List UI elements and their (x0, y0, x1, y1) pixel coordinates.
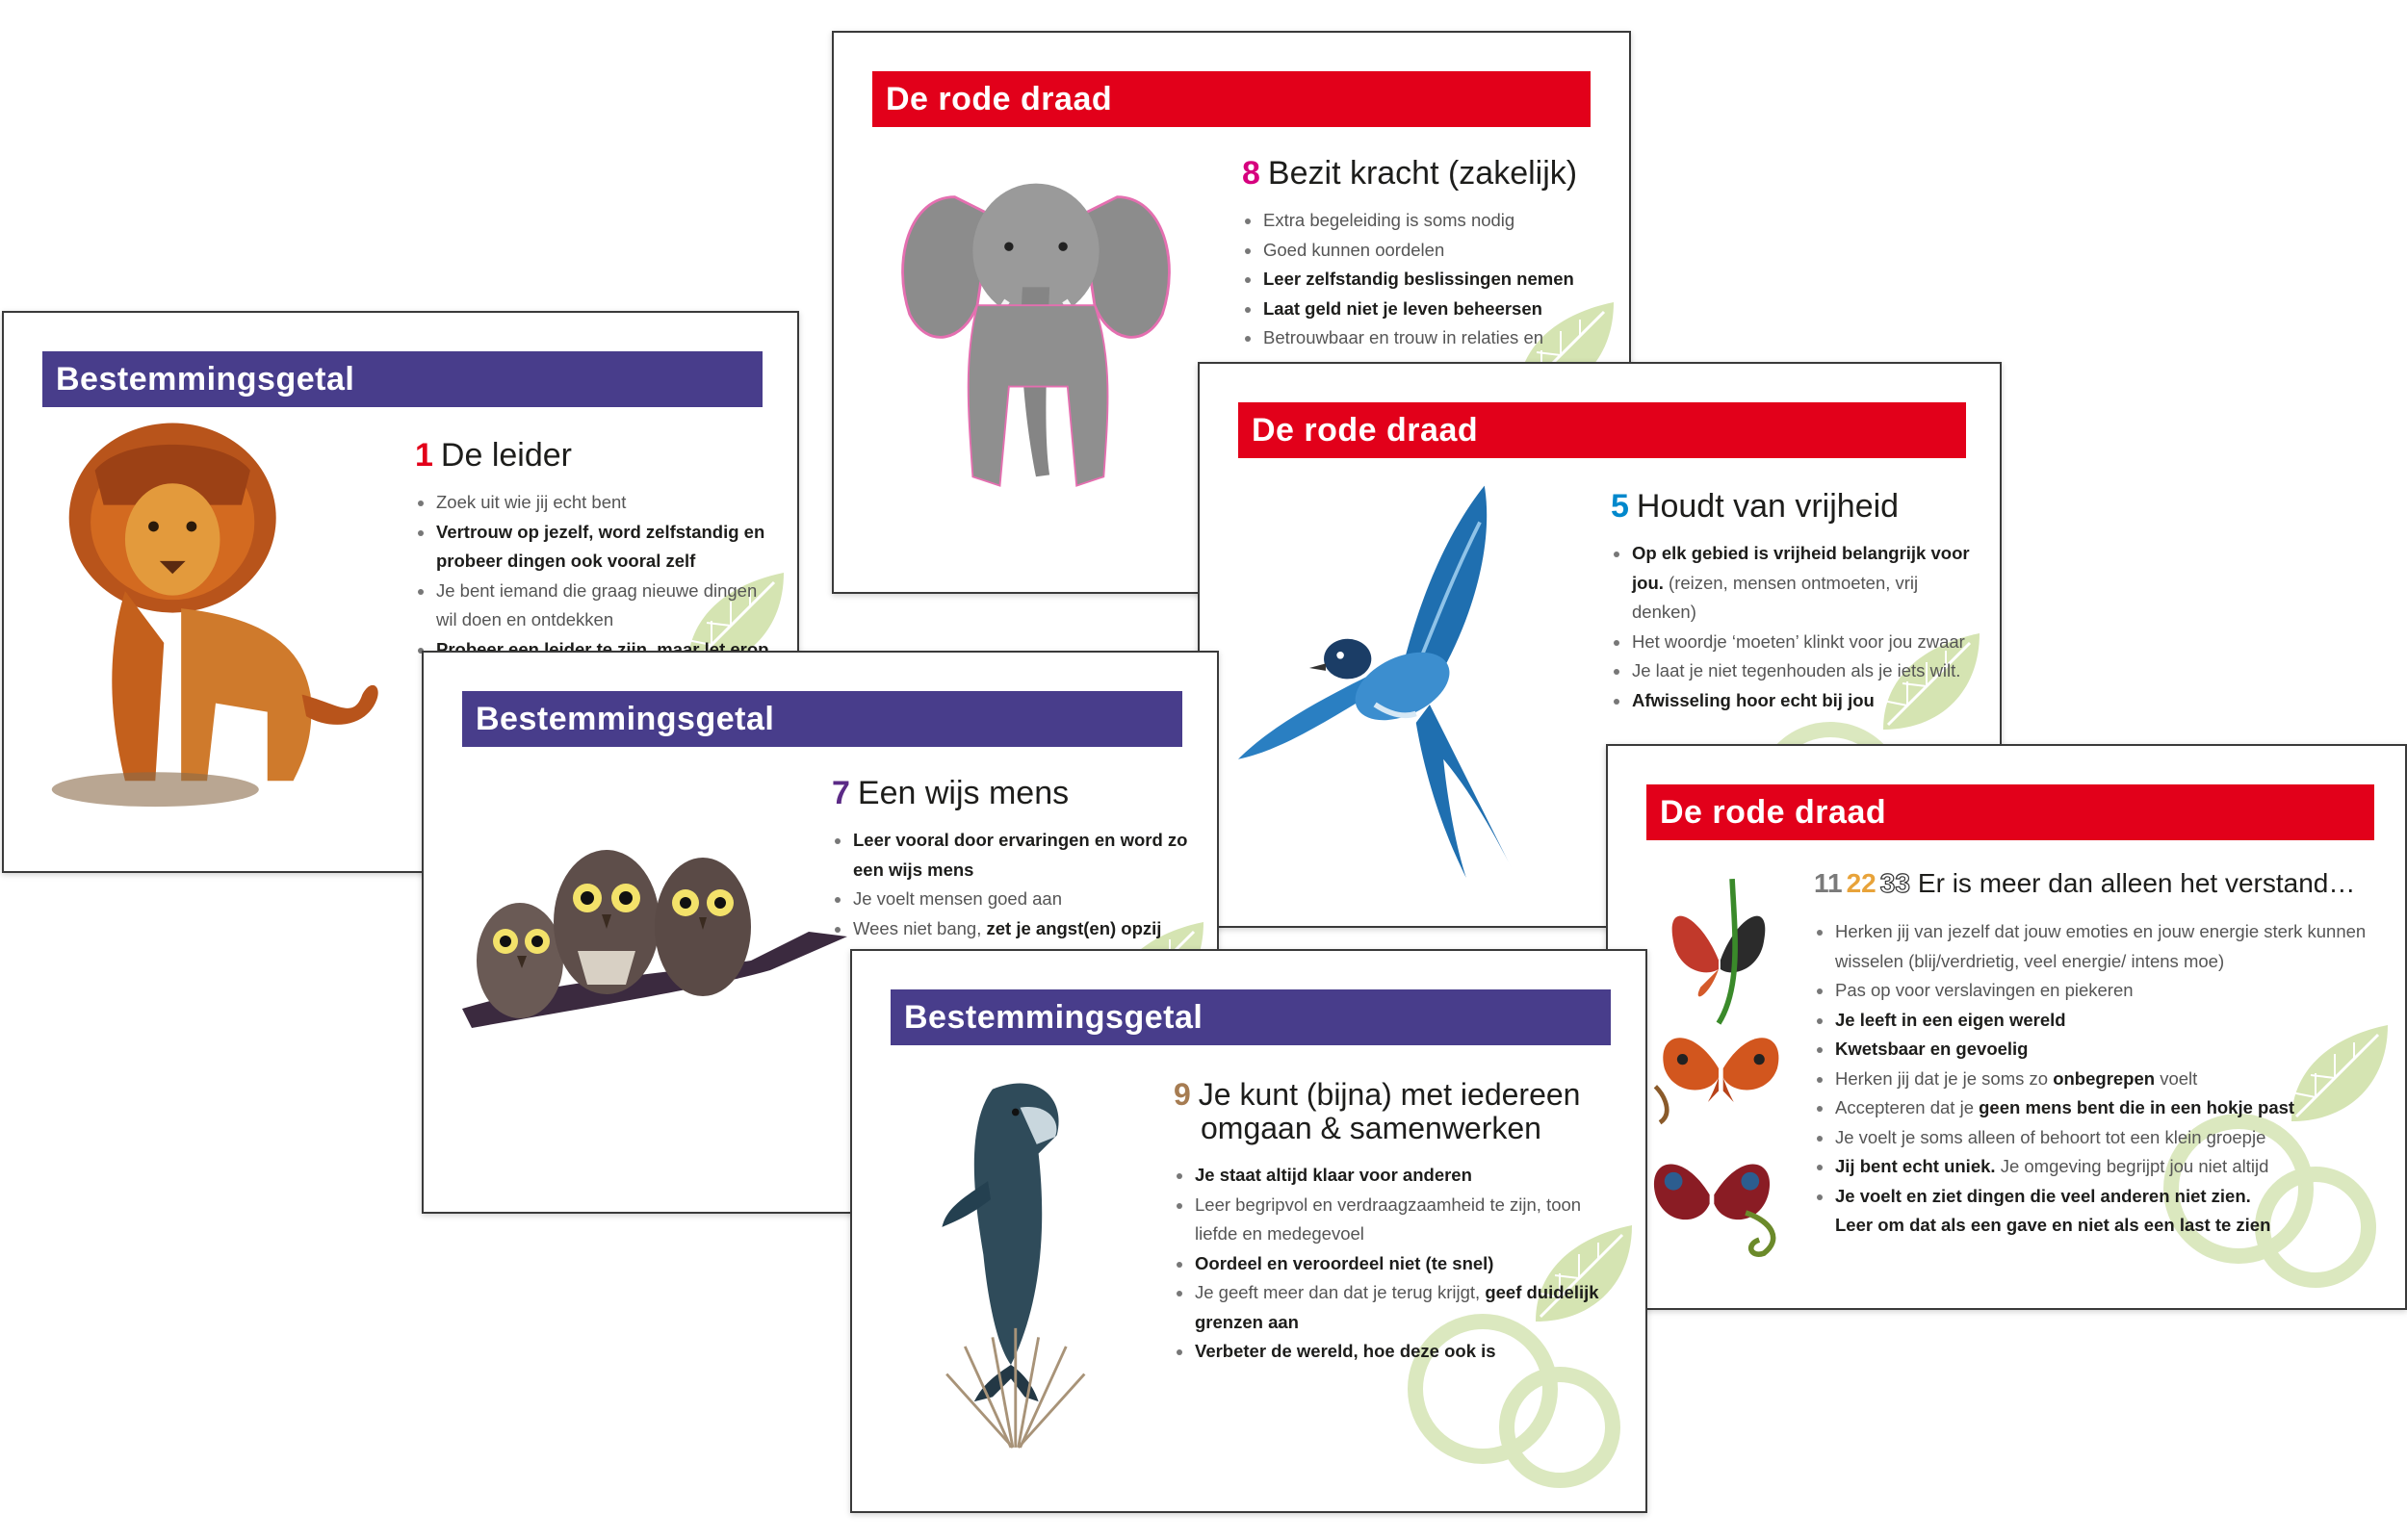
list-item: Accepteren dat je geen mens bent die in … (1814, 1093, 2372, 1123)
swallow-illustration-icon (1238, 485, 1513, 878)
bullet-list: Op elk gebied is vrijheid belangrijk voo… (1611, 539, 1986, 715)
text: (reizen, mensen ontmoeten, vrij denken) (1632, 572, 1919, 623)
butterflies-illustration-icon (1653, 878, 1779, 1257)
card-title: Bezit kracht (zakelijk) (1267, 155, 1578, 192)
bullet-list: Zoek uit wie jij echt bent Vertrouw op j… (415, 488, 781, 664)
list-item: Je voelt je soms alleen of behoort tot e… (1814, 1123, 2372, 1153)
list-item: Herken jij dat je je soms zo onbegrepen … (1814, 1065, 2372, 1094)
card-banner: Bestemmingsgetal (462, 691, 1182, 747)
list-item: Vertrouw op jezelf, word zelfstandig en … (415, 518, 781, 577)
card-banner: Bestemmingsgetal (42, 351, 763, 407)
bold-text: zet je angst(en) opzij (986, 917, 1162, 938)
card-banner: Bestemmingsgetal (891, 989, 1611, 1045)
text: Wees niet bang, (853, 917, 982, 938)
card-banner: De rode draad (1646, 784, 2374, 840)
text: Accepteren dat je (1835, 1097, 1974, 1117)
bold-text: geef duidelijk grenzen aan (1195, 1282, 1599, 1332)
list-item: Je geeft meer dan dat je terug krijgt, g… (1174, 1278, 1607, 1337)
list-item: Goed kunnen oordelen (1242, 236, 1608, 266)
bold-text: onbegrepen (2053, 1067, 2156, 1089)
list-item: Je bent iemand die graag nieuwe dingen w… (415, 577, 781, 635)
text: Leer om dat als een gave en niet als een… (1835, 1215, 2271, 1235)
bullet-list: Je staat altijd klaar voor anderen Leer … (1174, 1161, 1607, 1367)
list-item: Jij bent echt uniek. Je omgeving begrijp… (1814, 1152, 2372, 1182)
bold-text: Op elk gebied is vrijheid belangrijk voo… (1632, 543, 1970, 593)
card-banner: De rode draad (872, 71, 1591, 127)
list-item: Extra begeleiding is soms nodig (1242, 206, 1608, 236)
destiny-number: 9 (1174, 1077, 1191, 1112)
master-number-11: 11 (1814, 868, 1843, 898)
destiny-number: 5 (1611, 488, 1629, 525)
text: Je geeft meer dan dat je terug krijgt, (1195, 1282, 1481, 1302)
text: Je voelt en ziet dingen die veel anderen… (1835, 1185, 2251, 1206)
list-item: Oordeel en veroordeel niet (te snel) (1174, 1249, 1607, 1279)
card-title: De leider (440, 437, 572, 474)
list-item: Je voelt mensen goed aan (832, 885, 1198, 914)
list-item: Leer vooral door ervaringen en word zo e… (832, 826, 1198, 885)
list-item: Kwetsbaar en gevoelig (1814, 1035, 2372, 1065)
master-number-33: 33 (1879, 868, 1910, 898)
list-item: Op elk gebied is vrijheid belangrijk voo… (1611, 539, 1986, 628)
list-item: Pas op voor verslavingen en piekeren (1814, 976, 2372, 1006)
list-item: Wees niet bang, zet je angst(en) opzij (832, 914, 1198, 944)
list-item: Verbeter de wereld, hoe deze ook is (1174, 1337, 1607, 1367)
list-item: Betrouwbaar en trouw in relaties en (1242, 323, 1608, 353)
list-item: Je staat altijd klaar voor anderen (1174, 1161, 1607, 1191)
master-number-22: 22 (1846, 868, 1876, 898)
text: voelt (2160, 1067, 2198, 1089)
card-title-line: omgaan & samenwerken (1201, 1110, 1541, 1145)
card-banner: De rode draad (1238, 402, 1966, 458)
elephant-illustration-icon (901, 183, 1171, 487)
bold-text: geen mens bent die in een hokje past (1979, 1097, 2295, 1117)
bullet-list: Extra begeleiding is soms nodig Goed kun… (1242, 206, 1608, 353)
destiny-number: 1 (415, 437, 433, 474)
list-item: Je voelt en ziet dingen die veel anderen… (1814, 1182, 2372, 1241)
list-item: Herken jij van jezelf dat jouw emoties e… (1814, 917, 2372, 976)
card-title: Je kunt (bijna) met iedereen (1198, 1077, 1581, 1112)
list-item: Laat geld niet je leven beheersen (1242, 295, 1608, 324)
owls-illustration-icon (462, 850, 847, 1028)
list-item: Je laat je niet tegenhouden als je iets … (1611, 656, 1986, 686)
text: Herken jij dat je je soms zo (1835, 1067, 2049, 1089)
lion-illustration-icon (51, 423, 378, 808)
dolphin-illustration-icon (942, 1083, 1086, 1449)
card-title: Er is meer dan alleen het verstand… (1917, 868, 2356, 898)
list-item: Leer zelfstandig beslissingen nemen (1242, 265, 1608, 295)
bullet-list: Leer vooral door ervaringen en word zo e… (832, 826, 1198, 943)
text: Je omgeving begrijpt jou niet altijd (2000, 1156, 2269, 1176)
card-title: Een wijs mens (857, 775, 1070, 811)
list-item: Zoek uit wie jij echt bent (415, 488, 781, 518)
list-item: Het woordje ‘moeten’ klinkt voor jou zwa… (1611, 628, 1986, 657)
destiny-number: 8 (1242, 155, 1260, 192)
list-item: Je leeft in een eigen wereld (1814, 1006, 2372, 1036)
list-item: Afwisseling hoor echt bij jou (1611, 686, 1986, 716)
card-title: Houdt van vrijheid (1636, 488, 1900, 525)
destiny-number: 7 (832, 775, 850, 811)
bullet-list: Herken jij van jezelf dat jouw emoties e… (1814, 917, 2372, 1241)
list-item: Leer begripvol en verdraagzaamheid te zi… (1174, 1191, 1607, 1249)
bold-text: Jij bent echt uniek. (1835, 1156, 1996, 1176)
